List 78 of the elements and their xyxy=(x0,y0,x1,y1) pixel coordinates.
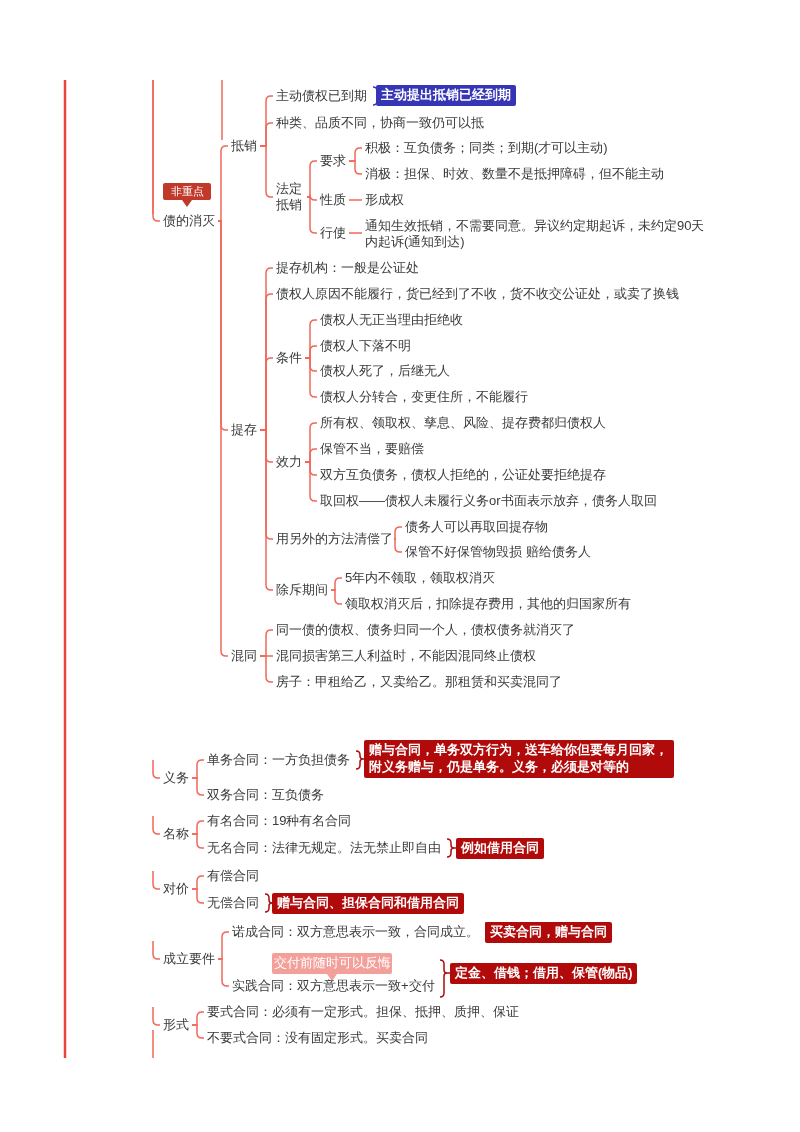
connector-line xyxy=(152,759,161,779)
topic-text: 提存机构：一般是公证处 xyxy=(276,259,419,277)
topic-text: 诺成合同：双方意思表示一致，合同成立。 xyxy=(232,923,479,941)
topic-text: 保管不当，要赔偿 xyxy=(320,440,424,458)
topic-text: 法定抵销 xyxy=(276,181,304,213)
topic-text: 债权人分转合，变更住所，不能履行 xyxy=(320,388,528,406)
topic-text: 取回权——债权人未履行义务or书面表示放弃，债务人取回 xyxy=(320,492,657,510)
topic-text: 单务合同：一方负担债务 xyxy=(207,751,350,769)
note-callout: 买卖合同，赠与合同 xyxy=(485,921,612,943)
connector-line xyxy=(348,199,363,201)
topic-text: 债权人无正当理由拒绝收 xyxy=(320,311,463,329)
topic-text: 主动债权已到期 xyxy=(276,87,367,105)
topic-text: 成立要件 xyxy=(163,950,215,968)
connector-line xyxy=(191,833,205,849)
topic-text: 行使 xyxy=(320,224,346,242)
connector-line xyxy=(348,232,363,234)
topic-text: 名称 xyxy=(163,825,189,843)
connector-line xyxy=(152,870,161,890)
connector-line xyxy=(152,940,161,960)
brace-connector xyxy=(355,750,365,770)
topic-text: 所有权、领取权、孳息、风险、提存费都归债权人 xyxy=(320,414,606,432)
topic-text: 效力 xyxy=(276,453,302,471)
topic-text: 性质 xyxy=(320,191,346,209)
topic-text: 不要式合同：没有固定形式。买卖合同 xyxy=(207,1029,428,1047)
connector-line xyxy=(152,1006,161,1026)
topic-text: 义务 xyxy=(163,769,189,787)
topic-text: 除斥期间 xyxy=(276,581,328,599)
topic-text: 领取权消灭后，扣除提存费用，其他的归国家所有 xyxy=(345,595,631,613)
topic-text: 混同损害第三人利益时，不能因混同终止债权 xyxy=(276,647,536,665)
topic-text: 无偿合同 xyxy=(207,894,259,912)
topic-text: 同一债的债权、债务归同一个人，债权债务就消灭了 xyxy=(276,621,575,639)
note-callout: 定金、借钱；借用、保管(物品) xyxy=(450,962,638,984)
connector-line xyxy=(306,194,318,201)
topic-text: 无名合同：法律无规定。法无禁止即自由 xyxy=(207,839,441,857)
connector-line xyxy=(394,526,403,540)
topic-text: 形式 xyxy=(163,1016,189,1034)
topic-text: 混同 xyxy=(231,647,257,665)
note-callout: 例如借用合同 xyxy=(456,837,544,859)
topic-text: 积极：互负债务；同类；到期(才可以主动) xyxy=(365,139,608,157)
topic-text: 有偿合同 xyxy=(207,867,259,885)
connector-line xyxy=(348,160,363,175)
topic-text: 双方互负债务，债权人拒绝的，公证处要拒绝提存 xyxy=(320,466,606,484)
topic-text: 条件 xyxy=(276,349,302,367)
topic-text: 保管不好保管物毁损 赔给债务人 xyxy=(405,543,591,561)
tag-label: 非重点 xyxy=(163,182,211,207)
brace-connector xyxy=(264,893,273,913)
topic-text: 房子：甲租给乙，又卖给乙。那租赁和买卖混同了 xyxy=(276,673,562,691)
connector-line xyxy=(152,815,161,835)
topic-text: 要求 xyxy=(320,152,346,170)
topic-text: 用另外的方法清偿了 xyxy=(276,530,393,548)
connector-line xyxy=(152,79,161,222)
brace-connector xyxy=(439,959,451,998)
connector-line xyxy=(191,1024,205,1039)
topic-text: 种类、品质不同，协商一致仍可以抵 xyxy=(276,114,484,132)
topic-text: 债权人原因不能履行，货已经到了不收，货不收交公证处，或卖了换钱 xyxy=(276,285,679,303)
topic-text: 债权人下落不明 xyxy=(320,337,411,355)
topic-text: 有名合同：19种有名合同 xyxy=(207,812,352,830)
topic-text: 对价 xyxy=(163,880,189,898)
topic-text: 债权人死了，后继无人 xyxy=(320,362,450,380)
connector-line xyxy=(191,777,205,796)
topic-text: 债务人可以再取回提存物 xyxy=(405,518,548,536)
topic-text: 债的消灭 xyxy=(163,212,215,230)
topic-text: 双务合同：互负债务 xyxy=(207,786,324,804)
topic-text: 5年内不领取，领取权消灭 xyxy=(345,569,496,587)
topic-text: 消极：担保、时效、数量不是抵押障碍，但不能主动 xyxy=(365,165,664,183)
connector-line xyxy=(217,145,229,222)
note-callout: 赠与合同，单务双方行为，送车给你但要每月回家，附义务赠与，仍是单务。义务，必须是对等的 xyxy=(364,740,674,778)
connector-line xyxy=(394,538,403,553)
connector-line xyxy=(191,888,205,904)
connector-line xyxy=(330,589,343,605)
topic-text: 形成权 xyxy=(365,191,404,209)
topic-text: 要式合同：必须有一定形式。担保、抵押、质押、保证 xyxy=(207,1003,519,1021)
topic-text: 通知生效抵销，不需要同意。异议约定期起诉，未约定90天内起诉(通知到达) xyxy=(365,218,715,250)
brace-connector xyxy=(446,838,457,858)
note-callout: 赠与合同、担保合同和借用合同 xyxy=(272,892,464,914)
topic-text: 抵销 xyxy=(231,137,257,155)
note-callout: 主动提出抵销已经到期 xyxy=(376,84,516,106)
topic-text: 提存 xyxy=(231,421,257,439)
